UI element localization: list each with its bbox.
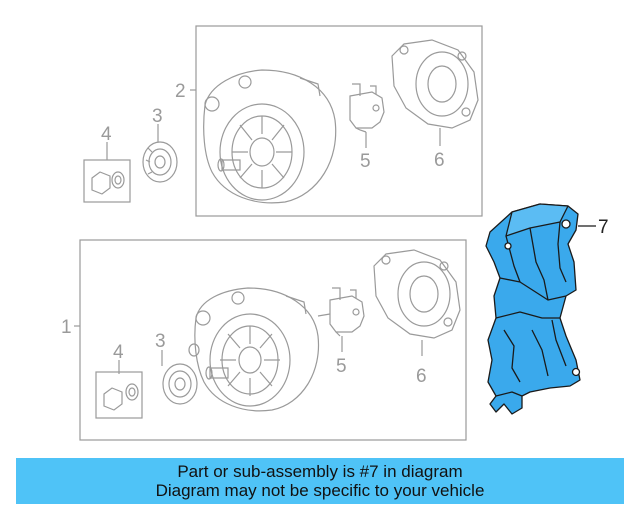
banner-line-part-number: Part or sub-assembly is #7 in diagram: [177, 462, 463, 481]
upper-end-cover: [391, 39, 479, 146]
lower-end-cover: [373, 249, 461, 356]
info-banner: Part or sub-assembly is #7 in diagram Di…: [16, 458, 624, 504]
lower-nut-kit-box: [95, 371, 143, 419]
callout-highlighted-part: 7: [598, 217, 609, 238]
banner-line-disclaimer: Diagram may not be specific to your vehi…: [155, 481, 485, 500]
lower-regulator: [317, 287, 365, 352]
upper-nut-kit: [91, 142, 125, 195]
callout-end-cover-lower: 6: [416, 366, 427, 387]
highlighted-bracket-part-7[interactable]: [485, 203, 596, 415]
lower-alternator: [194, 287, 320, 412]
lower-pulley: [161, 343, 200, 405]
upper-regulator: [349, 83, 385, 148]
callout-pulley-lower: 3: [155, 331, 166, 352]
callout-nut-kit-upper: 4: [101, 124, 112, 145]
lower-assembly-group: [74, 239, 467, 441]
callout-regulator-lower: 5: [336, 356, 347, 377]
callout-regulator-upper: 5: [360, 151, 371, 172]
callout-assembly-lower: 1: [61, 317, 72, 338]
upper-alternator: [203, 69, 337, 204]
callout-pulley-upper: 3: [152, 106, 163, 127]
lower-assembly-box: [79, 239, 467, 441]
upper-assembly-group: [83, 25, 483, 217]
callout-end-cover-upper: 6: [434, 150, 445, 171]
lower-nut-kit: [103, 360, 139, 411]
upper-assembly-box: [195, 25, 483, 217]
upper-nut-kit-box: [83, 159, 131, 203]
upper-pulley: [142, 124, 178, 183]
callout-assembly-upper: 2: [175, 81, 186, 102]
callout-nut-kit-lower: 4: [113, 342, 124, 363]
